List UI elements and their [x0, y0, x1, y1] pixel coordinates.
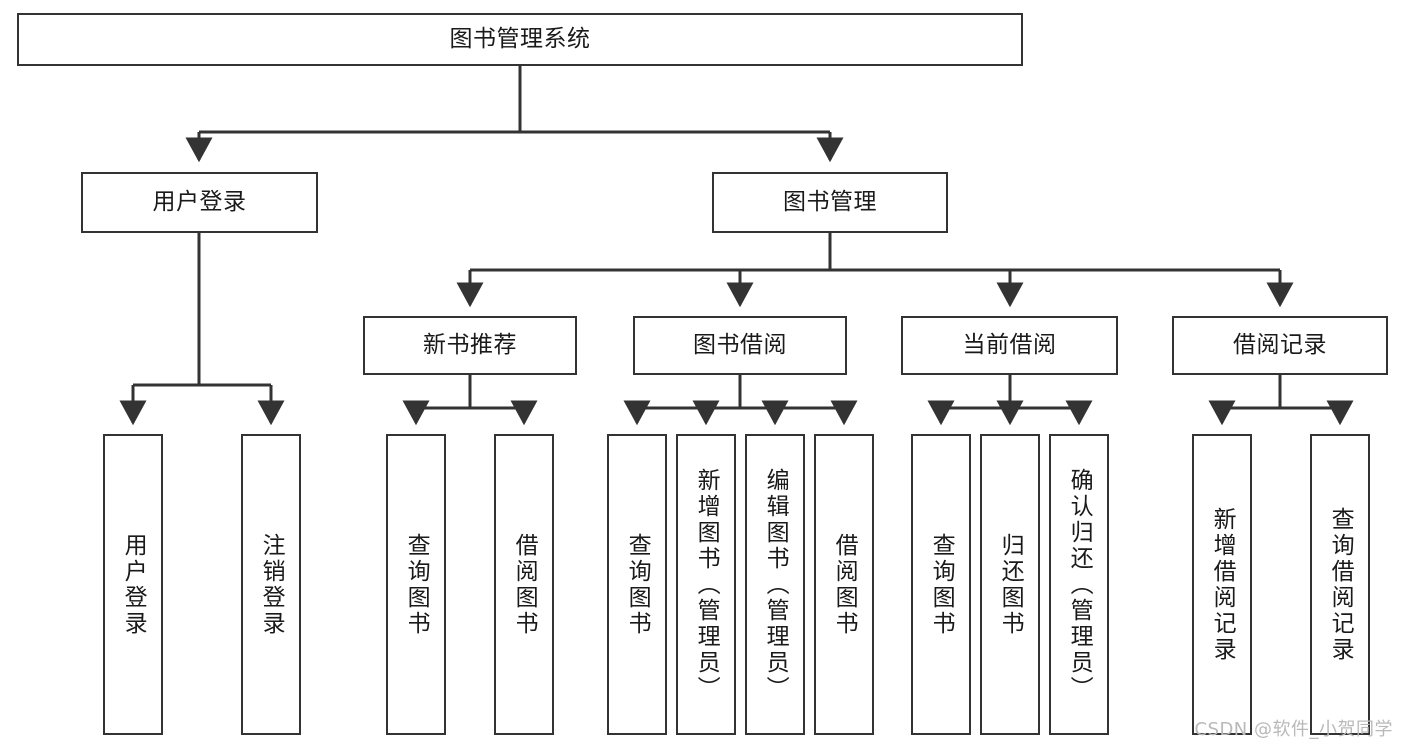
- node-label: 新增图书（管理员）: [693, 467, 720, 702]
- node-label: 借阅图书: [511, 532, 538, 637]
- leaf-user-login-login[interactable]: 用户登录: [103, 434, 163, 735]
- node-label: 当前借阅: [962, 332, 1057, 359]
- leaf-current-borrow-confirm-return-admin[interactable]: 确认归还（管理员）: [1049, 434, 1109, 735]
- node-borrow-record[interactable]: 借阅记录: [1172, 316, 1388, 375]
- leaf-borrow-record-add-record[interactable]: 新增借阅记录: [1192, 434, 1252, 735]
- leaf-new-book-query-book[interactable]: 查询图书: [386, 434, 446, 735]
- node-book-borrow[interactable]: 图书借阅: [633, 316, 847, 375]
- node-new-book-recommend[interactable]: 新书推荐: [363, 316, 577, 375]
- node-label: 查询图书: [624, 532, 651, 637]
- node-label: 图书借阅: [693, 332, 787, 359]
- node-label: 归还图书: [997, 532, 1024, 637]
- leaf-book-borrow-borrow-book[interactable]: 借阅图书: [814, 434, 874, 735]
- leaf-current-borrow-return-book[interactable]: 归还图书: [980, 434, 1040, 735]
- node-label: 借阅记录: [1233, 332, 1327, 359]
- node-label: 借阅图书: [831, 532, 858, 637]
- node-label: 用户登录: [120, 532, 147, 637]
- leaf-current-borrow-query-book[interactable]: 查询图书: [911, 434, 971, 735]
- node-label: 新增借阅记录: [1209, 506, 1236, 663]
- leaf-book-borrow-add-book-admin[interactable]: 新增图书（管理员）: [676, 434, 736, 735]
- node-label: 查询图书: [403, 532, 430, 637]
- node-label: 查询图书: [928, 532, 955, 637]
- node-label: 注销登录: [258, 532, 285, 637]
- leaf-book-borrow-edit-book-admin[interactable]: 编辑图书（管理员）: [745, 434, 805, 735]
- node-book-management[interactable]: 图书管理: [712, 172, 948, 233]
- node-label: 编辑图书（管理员）: [762, 467, 789, 702]
- leaf-book-borrow-query-book[interactable]: 查询图书: [607, 434, 667, 735]
- node-label: 用户登录: [152, 189, 247, 216]
- node-label: 确认归还（管理员）: [1066, 467, 1093, 702]
- node-label: 图书管理: [783, 189, 877, 216]
- watermark-text: CSDN @软件_小贺同学: [1194, 719, 1393, 740]
- node-label: 新书推荐: [423, 332, 517, 359]
- node-label: 查询借阅记录: [1327, 506, 1354, 663]
- leaf-borrow-record-query-record[interactable]: 查询借阅记录: [1310, 434, 1370, 735]
- node-current-borrow[interactable]: 当前借阅: [901, 316, 1118, 375]
- node-root-book-management-system[interactable]: 图书管理系统: [17, 13, 1023, 66]
- node-label: 图书管理系统: [449, 26, 591, 53]
- node-user-login[interactable]: 用户登录: [81, 172, 318, 233]
- leaf-new-book-borrow-book[interactable]: 借阅图书: [494, 434, 554, 735]
- leaf-user-login-logout[interactable]: 注销登录: [241, 434, 301, 735]
